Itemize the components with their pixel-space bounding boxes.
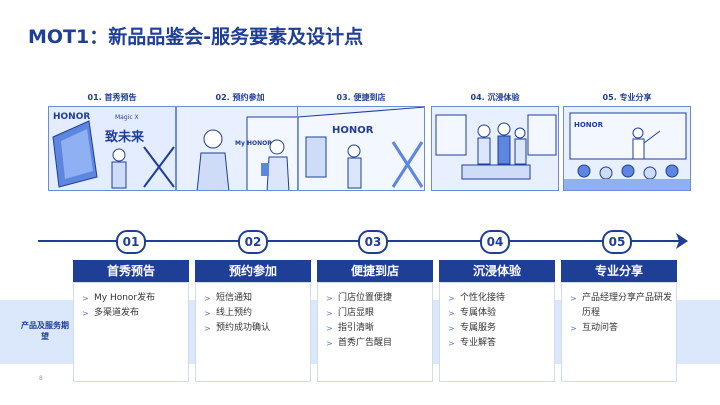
step-node-3: 03 [358, 230, 388, 254]
stage-label: 05. 专业分享 [602, 93, 652, 102]
sharing-sketch: HONOR [563, 106, 691, 191]
chevron-right-icon: > [82, 294, 89, 303]
card-4-body: >个性化接待 >专属体验 >专属服务 >专业解答 [439, 282, 555, 382]
step-node-1: 01 [116, 230, 146, 254]
card-2-header: 预约参加 [195, 260, 311, 282]
chevron-right-icon: > [326, 309, 333, 318]
list-item: >My Honor发布 [82, 291, 188, 306]
stage-3-illustration: 03. 便捷到店 HONOR [297, 92, 425, 191]
chevron-right-icon: > [570, 294, 577, 303]
stage-1-illustration: 01. 首秀预告 HONOR Magic X 致未来 [48, 92, 176, 191]
stage-label: 03. 便捷到店 [336, 93, 386, 102]
card-4-header: 沉浸体验 [439, 260, 555, 282]
sketch-brand: HONOR [574, 121, 604, 129]
chevron-right-icon: > [82, 309, 89, 318]
chevron-right-icon: > [204, 324, 211, 333]
list-item: >专业解答 [448, 336, 554, 351]
chevron-right-icon: > [326, 324, 333, 333]
list-item: >产品经理分享产品研发历程 [570, 291, 676, 321]
experience-sketch [431, 106, 559, 191]
chevron-right-icon: > [326, 294, 333, 303]
stage-2-illustration: 02. 预约参加 My HONOR [176, 92, 304, 191]
stage-5-illustration: 05. 专业分享 HONOR [563, 92, 691, 191]
stage-label: 01. 首秀预告 [87, 93, 137, 102]
sketch-app: My HONOR [235, 140, 272, 147]
launch-teaser-sketch: HONOR Magic X 致未来 [48, 106, 176, 191]
step-node-2: 02 [238, 230, 268, 254]
card-3-body: >门店位置便捷 >门店显眼 >指引清晰 >首秀广告醒目 [317, 282, 433, 382]
card-3-header: 便捷到店 [317, 260, 433, 282]
chevron-right-icon: > [448, 339, 455, 348]
list-item: >指引清晰 [326, 321, 432, 336]
page-title: MOT1：新品品鉴会-服务要素及设计点 [28, 26, 364, 48]
stage-label: 04. 沉浸体验 [470, 93, 520, 102]
list-item: >短信通知 [204, 291, 310, 306]
timeline-arrow-icon [676, 233, 688, 249]
list-item: >门店显眼 [326, 306, 432, 321]
sketch-brand: HONOR [332, 125, 374, 136]
list-item: >个性化接待 [448, 291, 554, 306]
step-node-4: 04 [480, 230, 510, 254]
list-item: >专属体验 [448, 306, 554, 321]
card-2-body: >短信通知 >线上预约 >预约成功确认 [195, 282, 311, 382]
chevron-right-icon: > [448, 324, 455, 333]
stage-label: 02. 预约参加 [215, 93, 265, 102]
chevron-right-icon: > [570, 324, 577, 333]
sketch-tagline: Magic X [115, 114, 139, 121]
reservation-sketch: My HONOR [176, 106, 304, 191]
step-node-5: 05 [602, 230, 632, 254]
list-item: >多渠道发布 [82, 306, 188, 321]
band-label: 产品及服务期望 [21, 321, 69, 341]
page-number: 8 [39, 375, 43, 382]
list-item: >互动问答 [570, 321, 676, 336]
card-5-body: >产品经理分享产品研发历程 >互动问答 [561, 282, 677, 382]
list-item: >门店位置便捷 [326, 291, 432, 306]
chevron-right-icon: > [448, 294, 455, 303]
chevron-right-icon: > [204, 309, 211, 318]
list-item: >专属服务 [448, 321, 554, 336]
card-1-header: 首秀预告 [73, 260, 189, 282]
list-item: >预约成功确认 [204, 321, 310, 336]
card-1-body: >My Honor发布 >多渠道发布 [73, 282, 189, 382]
list-item: >首秀广告醒目 [326, 336, 432, 351]
store-visit-sketch: HONOR [297, 106, 425, 191]
chevron-right-icon: > [204, 294, 211, 303]
stage-4-illustration: 04. 沉浸体验 [431, 92, 559, 191]
list-item: >线上预约 [204, 306, 310, 321]
sketch-slogan: 致未来 [105, 129, 145, 145]
card-5-header: 专业分享 [561, 260, 677, 282]
chevron-right-icon: > [326, 339, 333, 348]
sketch-brand: HONOR [53, 112, 90, 122]
chevron-right-icon: > [448, 309, 455, 318]
